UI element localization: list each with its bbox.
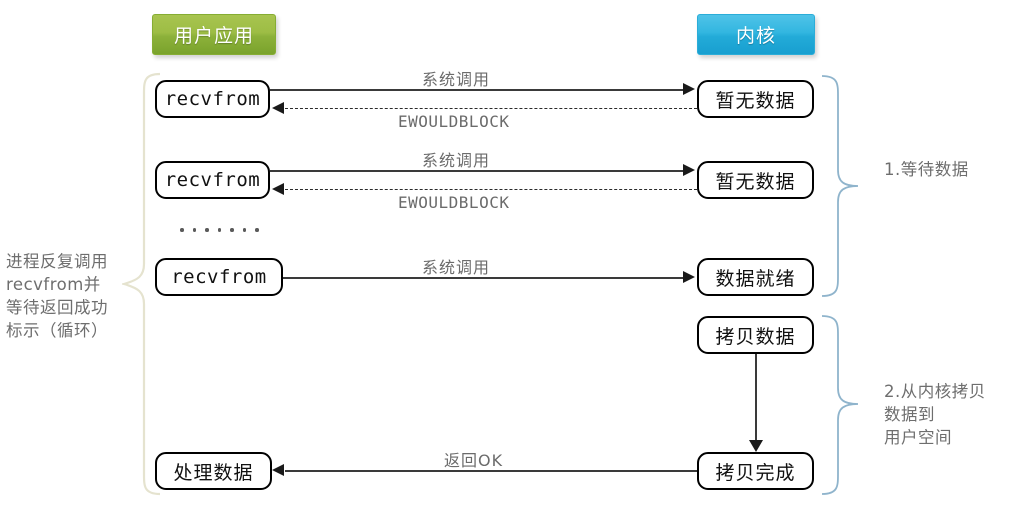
edge-label-ewouldblock-1: EWOULDBLOCK xyxy=(398,112,510,131)
node-no-data-2[interactable]: 暂无数据 xyxy=(697,161,814,199)
edge-ewouldblock-2-arrowhead xyxy=(272,183,284,195)
step-1-caption: 1.等待数据 xyxy=(884,160,969,179)
right-brace-wait-icon xyxy=(821,75,859,297)
edge-label-return-ok: 返回OK xyxy=(444,451,504,470)
edge-syscall-2-arrowhead xyxy=(683,164,695,176)
edge-ewouldblock-1-arrowhead xyxy=(272,102,284,114)
node-no-data-1[interactable]: 暂无数据 xyxy=(697,80,814,118)
edge-label-ewouldblock-2: EWOULDBLOCK xyxy=(398,193,510,212)
right-brace-copy-icon xyxy=(821,315,859,495)
edge-syscall-1 xyxy=(270,89,683,91)
edge-return-ok-arrowhead xyxy=(272,464,284,476)
node-recvfrom-3[interactable]: recvfrom xyxy=(155,258,283,296)
edge-syscall-3-arrowhead xyxy=(683,271,695,283)
kernel-label: 内核 xyxy=(697,14,815,55)
node-process-data[interactable]: 处理数据 xyxy=(155,452,272,490)
edge-copy-progress-arrowhead xyxy=(749,440,763,452)
edge-syscall-2 xyxy=(270,170,683,172)
node-copy-complete[interactable]: 拷贝完成 xyxy=(697,452,814,490)
edge-syscall-1-arrowhead xyxy=(683,83,695,95)
edge-label-syscall-2: 系统调用 xyxy=(422,151,491,170)
edge-copy-progress xyxy=(755,354,757,446)
node-recvfrom-2[interactable]: recvfrom xyxy=(155,161,270,199)
loop-description-caption: 进程反复调用 recvfrom并 等待返回成功 标示（循环） xyxy=(6,252,108,340)
edge-ewouldblock-1 xyxy=(285,108,697,109)
node-data-ready[interactable]: 数据就绪 xyxy=(697,258,814,296)
node-copy-data[interactable]: 拷贝数据 xyxy=(697,316,814,354)
ellipsis-dots xyxy=(180,228,259,232)
user-application-label: 用户应用 xyxy=(152,14,276,55)
left-brace-icon xyxy=(122,72,161,496)
node-recvfrom-1[interactable]: recvfrom xyxy=(155,80,270,118)
edge-syscall-3 xyxy=(283,277,683,279)
step-2-caption: 2.从内核拷贝 数据到 用户空间 xyxy=(884,382,986,447)
edge-label-syscall-3: 系统调用 xyxy=(422,258,491,277)
edge-label-syscall-1: 系统调用 xyxy=(422,70,491,89)
edge-ewouldblock-2 xyxy=(285,189,697,190)
edge-return-ok xyxy=(285,470,697,472)
